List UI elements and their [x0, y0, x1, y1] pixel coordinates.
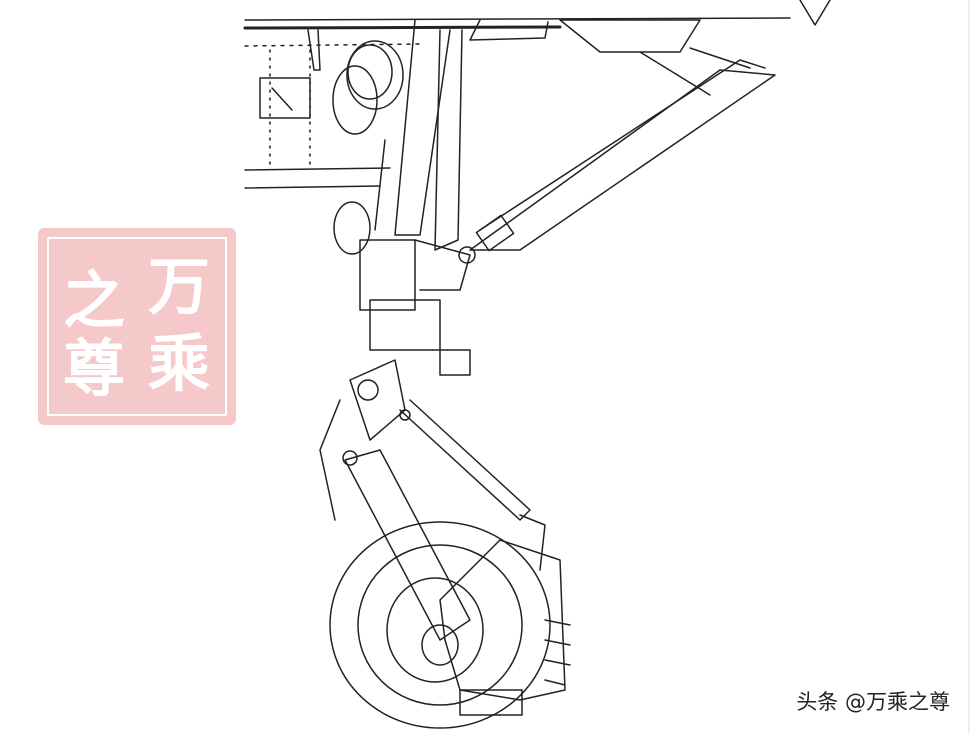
lower-strut: [319, 359, 546, 641]
fuselage-panel: [243, 17, 791, 189]
edge-divider: [968, 0, 970, 733]
source-credit: 头条 @万乘之尊: [796, 690, 950, 714]
watermark-seal: 万 之 尊 乘: [38, 228, 236, 425]
seal-char: 之: [63, 264, 126, 337]
wheel-tire: [329, 521, 571, 729]
gear-door-fairing: [559, 0, 831, 96]
seal-border: [47, 237, 227, 416]
landing-lights: [332, 40, 404, 255]
main-strut: [359, 19, 471, 376]
seal-char: 尊: [63, 332, 126, 405]
seal-char: 万: [148, 250, 211, 323]
drag-brace: [458, 59, 776, 264]
seal-char: 乘: [148, 327, 211, 400]
